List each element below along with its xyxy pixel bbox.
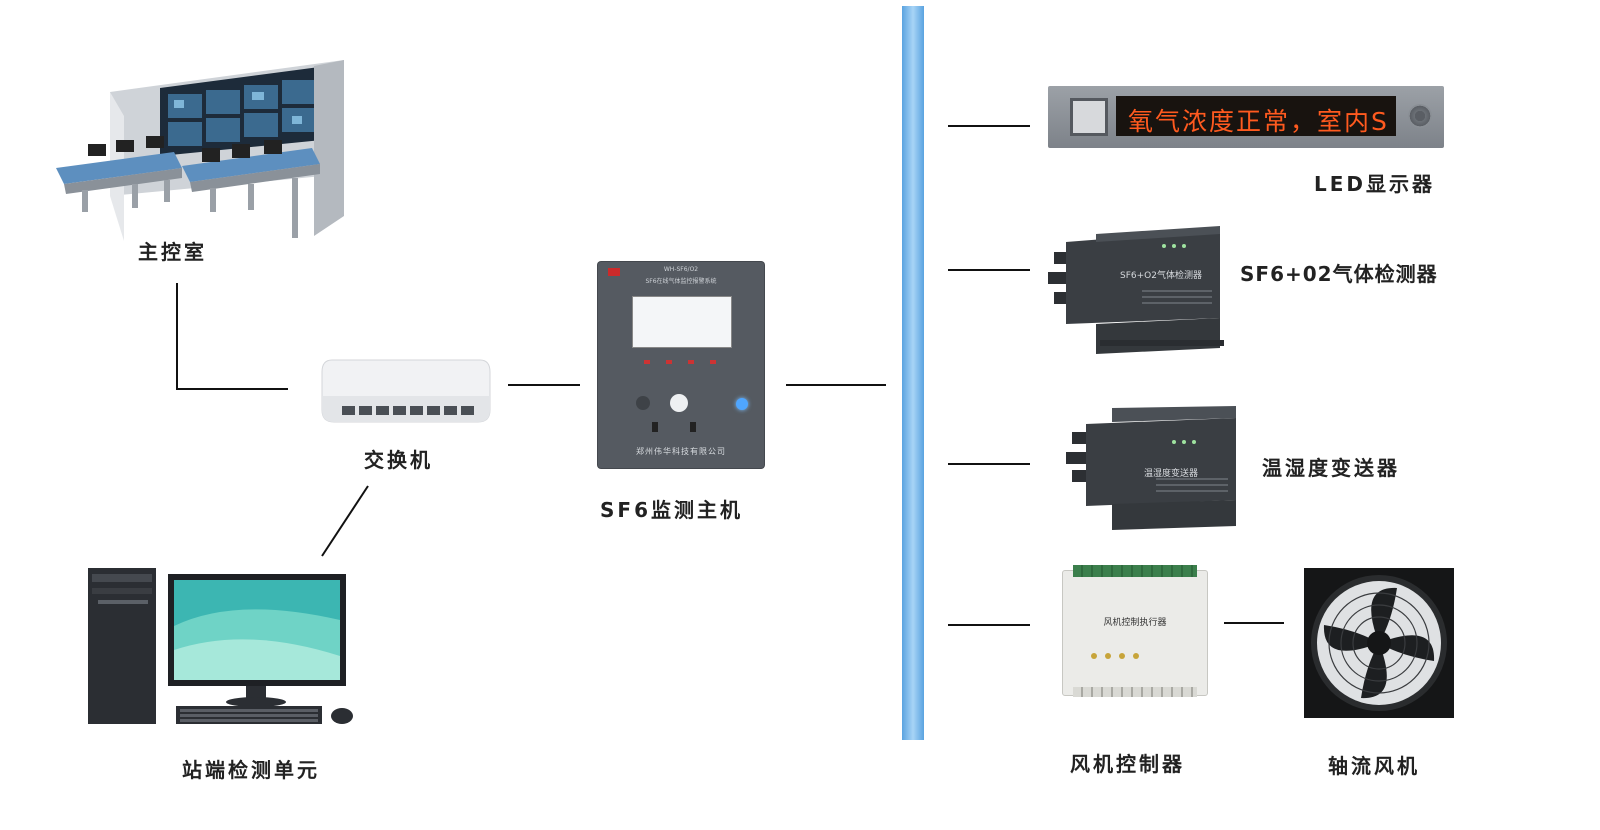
th-transmitter-label: 温湿度变送器 (1262, 456, 1400, 480)
host-title-line2: SF6在线气体监控报警系统 (645, 278, 717, 285)
host-switch-left (652, 422, 658, 432)
led-display-label: LED显示器 (1314, 172, 1436, 196)
line-fan-controller-to-fan (1224, 622, 1284, 624)
communication-bus (902, 6, 924, 740)
axial-fan-label: 轴流风机 (1328, 754, 1420, 778)
host-title-line1: WH-SF6/O2 (663, 266, 699, 273)
led-screen: 氧气浓度正常，室内S (1116, 96, 1396, 136)
fan-controller-unit: 风机控制执行器 (1062, 565, 1208, 697)
line-bus-to-th-transmitter (948, 463, 1030, 465)
host-company: 郑州伟华科技有限公司 (636, 447, 726, 456)
fan-controller-face-text: 风机控制执行器 (1103, 618, 1167, 628)
station-pc-illustration (88, 568, 353, 724)
led-speaker-grille (1408, 104, 1432, 128)
switch-label: 交换机 (364, 448, 433, 472)
line-bus-to-gas-detector (948, 269, 1030, 271)
th-transmitter-illustration (1066, 406, 1236, 530)
fan-controller-leds (1091, 653, 1181, 659)
host-knob (670, 394, 688, 412)
control-room-illustration (56, 60, 344, 241)
host-indicator-row (644, 360, 718, 368)
host-logo (608, 268, 620, 276)
gas-detector-face-text: SF6+O2气体检测器 (1120, 271, 1202, 281)
line-control-room-to-switch (176, 388, 288, 390)
fan-controller-label: 风机控制器 (1070, 752, 1185, 776)
line-host-to-bus (786, 384, 886, 386)
line-control-room-down (176, 283, 178, 390)
fan-controller-terminals-top (1073, 565, 1197, 577)
th-transmitter-face-text: 温湿度变送器 (1144, 469, 1199, 479)
host-switch-right (690, 422, 696, 432)
line-switch-to-host (508, 384, 580, 386)
control-room-label: 主控室 (138, 240, 207, 264)
axial-fan-illustration (1304, 568, 1454, 718)
led-display-unit: 氧气浓度正常，室内S (1048, 86, 1444, 148)
host-screen (632, 296, 732, 348)
switch-illustration (321, 359, 491, 423)
led-scroll-text: 氧气浓度正常，室内S (1128, 107, 1389, 136)
gas-detector-label: SF6+02气体检测器 (1240, 262, 1438, 286)
fan-controller-terminals-bottom (1073, 687, 1197, 697)
host-label: SF6监测主机 (600, 498, 743, 522)
host-speaker (636, 396, 650, 410)
host-status-light (736, 398, 748, 410)
led-sensor-window (1070, 98, 1108, 136)
station-unit-label: 站端检测单元 (182, 758, 320, 782)
gas-detector-illustration (1048, 226, 1224, 354)
line-bus-to-fan-controller (948, 624, 1030, 626)
line-bus-to-led (948, 125, 1030, 127)
sf6-host-panel: WH-SF6/O2 SF6在线气体监控报警系统 郑州伟华科技有限公司 (598, 262, 764, 468)
line-switch-to-station (321, 485, 369, 557)
